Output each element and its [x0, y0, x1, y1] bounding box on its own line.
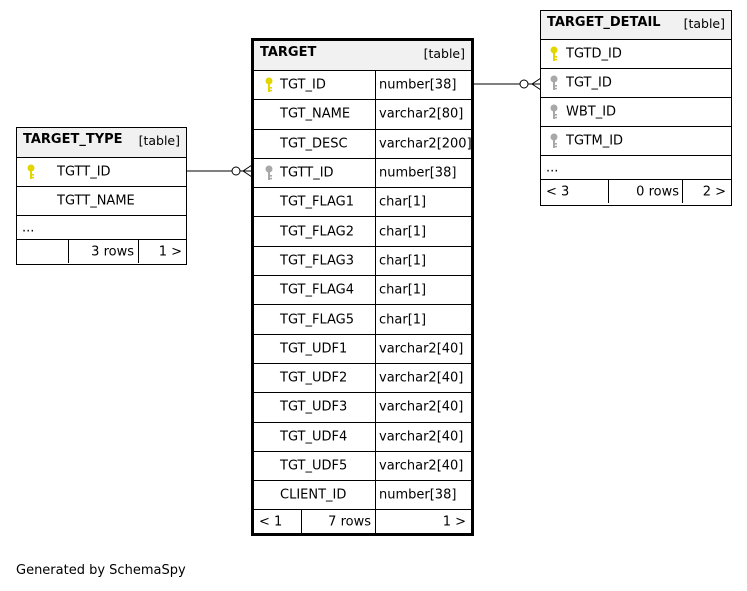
table-footer: < 1 7 rows 1 >	[254, 510, 471, 534]
table-header: TARGET [table]	[254, 41, 471, 71]
table-name: TARGET_DETAIL	[547, 15, 661, 30]
column-name: TGT_UDF4	[280, 429, 348, 445]
column-row[interactable]: TGT_UDF5 varchar2[40]	[254, 451, 471, 482]
column-type: varchar2[80]	[379, 106, 464, 122]
column-row[interactable]: TGTT_ID	[17, 158, 186, 187]
column-row[interactable]: TGT_ID number[38]	[254, 71, 471, 101]
column-name: TGT_ID	[566, 75, 612, 91]
column-name: TGT_FLAG5	[280, 312, 355, 328]
column-row[interactable]: TGTD_ID	[541, 40, 731, 69]
column-type: varchar2[40]	[379, 370, 464, 386]
column-type: varchar2[40]	[379, 458, 464, 474]
column-type: number[38]	[379, 77, 457, 93]
column-type: char[1]	[379, 194, 427, 210]
column-name: TGT_FLAG1	[280, 194, 355, 210]
column-name: TGT_NAME	[280, 106, 351, 122]
column-name: TGTM_ID	[566, 133, 624, 149]
row-count: 7 rows	[328, 514, 371, 530]
primary-key-icon	[550, 46, 558, 61]
ellipsis: ...	[546, 160, 559, 175]
table-name: TARGET	[260, 45, 317, 60]
column-name: TGTT_ID	[280, 165, 334, 181]
column-row[interactable]: TGT_UDF1 varchar2[40]	[254, 334, 471, 364]
table-target-type[interactable]: TARGET_TYPE [table] TGTT_ID TGTT_NAME ..…	[16, 127, 187, 265]
column-type: varchar2[40]	[379, 341, 464, 357]
foreign-key-icon	[550, 104, 558, 119]
column-row[interactable]: TGTM_ID	[541, 127, 731, 156]
foreign-key-icon	[265, 165, 273, 181]
column-name: TGTD_ID	[566, 46, 622, 62]
column-row[interactable]: TGTT_NAME	[17, 187, 186, 216]
column-name: CLIENT_ID	[280, 487, 347, 503]
column-type: char[1]	[379, 312, 427, 328]
column-row[interactable]: TGT_NAME varchar2[80]	[254, 100, 471, 130]
column-type: char[1]	[379, 224, 427, 240]
relationship-target-type-to-target	[186, 164, 253, 178]
relationship-target-to-target-detail	[473, 77, 542, 91]
primary-key-icon	[27, 164, 35, 179]
column-row[interactable]: TGT_FLAG3 char[1]	[254, 246, 471, 277]
table-target-detail[interactable]: TARGET_DETAIL [table] TGTD_ID TGT_ID WBT_I…	[540, 10, 732, 206]
children-link[interactable]: 1 >	[442, 514, 466, 530]
column-type: number[38]	[379, 487, 457, 503]
column-name: WBT_ID	[566, 104, 617, 120]
column-name: TGT_ID	[280, 77, 326, 93]
column-type: varchar2[40]	[379, 399, 464, 415]
row-count: 0 rows	[636, 184, 679, 199]
table-kind: [table]	[423, 46, 465, 61]
more-columns-row: ...	[541, 156, 731, 180]
column-name: TGT_UDF2	[280, 370, 348, 386]
table-footer: 3 rows 1 >	[17, 240, 186, 263]
column-name: TGTT_NAME	[57, 193, 135, 209]
column-row[interactable]: TGT_FLAG5 char[1]	[254, 305, 471, 335]
primary-key-icon	[265, 77, 273, 93]
children-link[interactable]: 1 >	[158, 244, 182, 259]
column-row[interactable]: TGT_UDF4 varchar2[40]	[254, 422, 471, 452]
column-name: TGT_FLAG3	[280, 253, 355, 269]
parents-link[interactable]: < 3	[546, 184, 570, 199]
children-link[interactable]: 2 >	[702, 184, 726, 199]
column-name: TGT_UDF1	[280, 341, 348, 357]
column-name: TGT_DESC	[280, 136, 348, 152]
generated-by-label: Generated by SchemaSpy	[16, 563, 186, 578]
column-type: char[1]	[379, 282, 427, 298]
column-type: number[38]	[379, 165, 457, 181]
column-name: TGTT_ID	[57, 164, 111, 180]
column-row[interactable]: TGT_UDF3 varchar2[40]	[254, 393, 471, 423]
foreign-key-icon	[550, 133, 558, 148]
column-row[interactable]: TGT_UDF2 varchar2[40]	[254, 363, 471, 394]
column-row[interactable]: TGTT_ID number[38]	[254, 158, 471, 189]
parents-link[interactable]: < 1	[259, 514, 283, 530]
table-kind: [table]	[683, 16, 725, 31]
column-row[interactable]: CLIENT_ID number[38]	[254, 481, 471, 511]
column-row[interactable]: WBT_ID	[541, 98, 731, 127]
column-row[interactable]: TGT_DESC varchar2[200]	[254, 129, 472, 159]
table-kind: [table]	[138, 133, 180, 148]
column-type: varchar2[200]	[379, 136, 472, 152]
column-type: varchar2[40]	[379, 429, 464, 445]
row-count: 3 rows	[91, 244, 134, 259]
table-footer: < 3 0 rows 2 >	[541, 180, 731, 203]
column-name: TGT_FLAG4	[280, 282, 355, 298]
column-row[interactable]: TGT_ID	[541, 69, 731, 98]
table-header: TARGET_TYPE [table]	[17, 128, 186, 158]
column-row[interactable]: TGT_FLAG4 char[1]	[254, 276, 471, 306]
column-name: TGT_UDF3	[280, 399, 348, 415]
column-row[interactable]: TGT_FLAG2 char[1]	[254, 217, 471, 247]
foreign-key-icon	[550, 75, 558, 90]
more-columns-row: ...	[17, 216, 186, 240]
column-type: char[1]	[379, 253, 427, 269]
column-name: TGT_FLAG2	[280, 224, 355, 240]
table-name: TARGET_TYPE	[23, 132, 123, 147]
column-name: TGT_UDF5	[280, 458, 348, 474]
table-header: TARGET_DETAIL [table]	[541, 11, 731, 40]
ellipsis: ...	[22, 220, 35, 235]
column-row[interactable]: TGT_FLAG1 char[1]	[254, 188, 471, 218]
